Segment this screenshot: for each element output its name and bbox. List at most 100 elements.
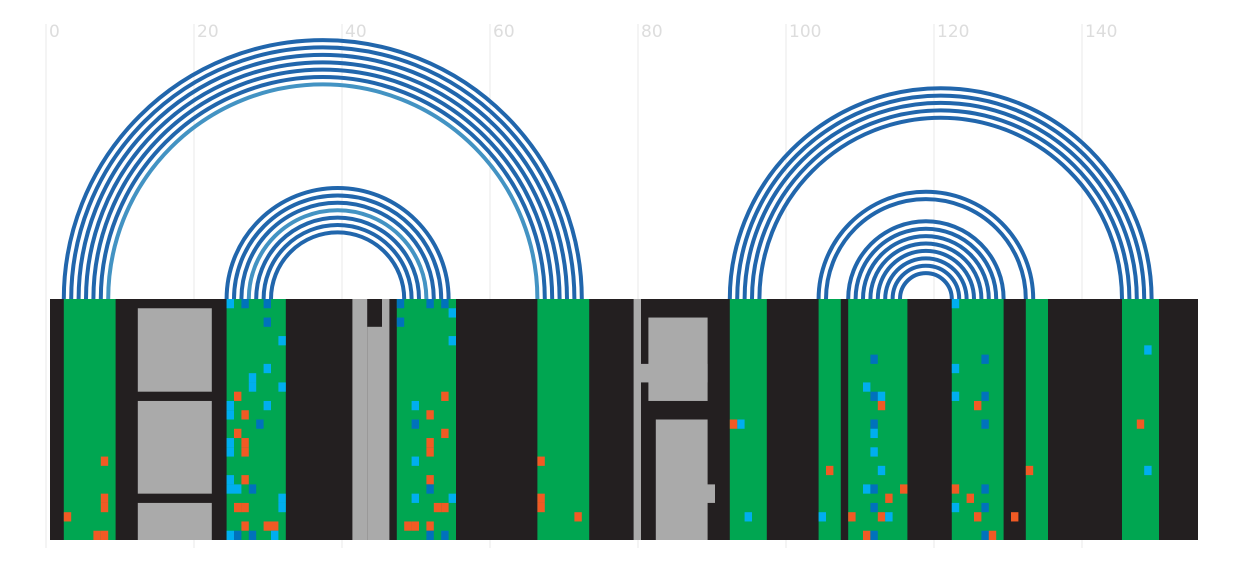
tick-label: 100 [789,22,821,42]
paired-column-block [951,299,1004,540]
mutation-cell [271,521,279,531]
mutation-cell [263,299,271,309]
mutation-cell [737,419,745,429]
mutation-cell [100,530,109,540]
mutation-cell [433,502,442,513]
mutation-cell [100,493,109,503]
mutation-cell [951,299,960,309]
mutation-cell [863,530,871,540]
mutation-cell [63,512,72,522]
base-pair-arc [757,115,1124,300]
mutation-cell [396,317,405,327]
base-pair-arc [76,52,569,300]
mutation-cell [226,299,234,309]
mutation-cell [404,521,412,531]
mutation-cell [241,410,249,420]
mutation-cell [863,484,871,494]
mutation-cell [885,512,893,522]
mutation-cell [1136,419,1145,429]
mutation-cell [870,530,878,540]
mutation-cell [863,382,871,392]
base-pair-arc [846,219,1006,300]
mutation-cell [870,428,878,439]
mutation-cell [870,354,878,364]
gap-block [352,299,368,540]
mutation-cell [966,493,974,503]
mutation-cell [826,465,834,476]
base-pair-arc [69,45,577,300]
mutation-cell [448,308,456,318]
mutation-cell [951,363,960,374]
mutation-cell [974,400,982,411]
base-pair-arc [735,93,1147,300]
mutation-cell [877,391,886,401]
gap-block [641,363,708,383]
mutation-cell [234,502,242,513]
mutation-cell [1144,345,1152,355]
mutation-cell [234,391,242,401]
mutation-cell [411,400,419,411]
mutation-cell [870,391,878,401]
mutation-cell [981,419,989,429]
gap-block [648,317,708,401]
mutation-cell [870,447,878,457]
gap-block [137,400,212,494]
mutation-cell [248,382,257,392]
mutation-cell [441,391,449,401]
base-pair-arc [853,226,999,300]
mutation-cell [951,484,960,494]
mutation-cell [1025,465,1034,476]
mutation-cell [411,521,419,531]
tick-label: 20 [197,22,219,42]
mutation-cell [396,299,405,309]
mutation-cell [448,493,456,503]
mutation-cell [951,391,960,401]
base-pair-arcs [61,38,1154,300]
mutation-cell [900,484,908,494]
mutation-cell [537,456,545,466]
mutation-cell [278,493,286,503]
mutation-cell [870,419,878,429]
gap-block [367,326,382,540]
mutation-cell [234,428,242,439]
mutation-cell [448,336,456,346]
mutation-cell [241,447,249,457]
mutation-cell [226,410,234,420]
tick-label: 140 [1085,22,1117,42]
mutation-cell [248,530,257,540]
mutation-cell [426,447,434,457]
tick-label: 60 [493,22,515,42]
base-pair-arc [98,75,547,300]
mutation-cell [537,502,545,513]
mutation-cell [411,419,419,429]
mutation-cell [248,484,257,494]
base-pair-arc [824,197,1028,300]
mutation-cell [981,354,989,364]
mutation-cell [729,419,738,429]
mutation-cell [278,336,286,346]
mutation-cell [226,400,234,411]
gap-block [700,484,715,503]
base-pair-arc [861,234,991,300]
gap-block [655,419,708,540]
mutation-cell [234,530,242,540]
mutation-cell [263,317,271,327]
mutation-cell [426,410,434,420]
alignment-matrix [50,299,1198,540]
mutation-cell [263,363,271,374]
paired-column-block [818,299,841,540]
mutation-cell [241,299,249,309]
paired-column-block [1025,299,1048,540]
mutation-cell [1144,465,1152,476]
mutation-cell [441,502,449,513]
gap-block [137,502,212,540]
mutation-cell [226,475,234,485]
mutation-cell [426,530,434,540]
base-pair-arc [261,223,414,300]
mutation-cell [271,530,279,540]
mutation-cell [974,512,982,522]
mutation-cell [426,438,434,448]
base-pair-arc [224,186,451,300]
